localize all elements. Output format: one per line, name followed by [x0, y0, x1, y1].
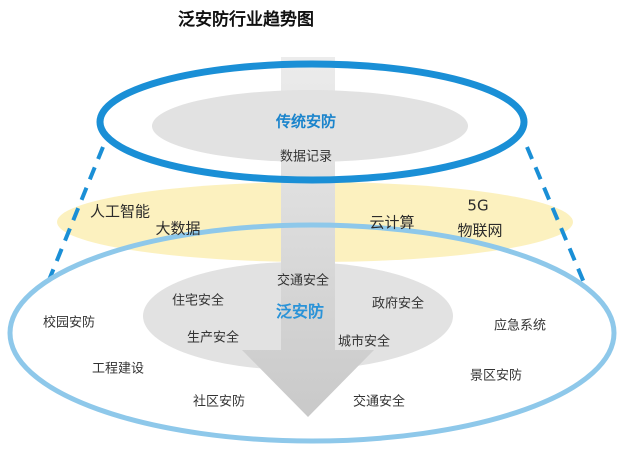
top-item: 数据记录	[279, 149, 333, 165]
bottom-ring-label: 泛安防	[275, 302, 325, 321]
top-ring	[96, 60, 528, 184]
bottom-outer-item: 工程建设	[91, 361, 145, 377]
bottom-inner-item: 生产安全	[186, 330, 240, 346]
bottom-inner-item: 交通安全	[276, 273, 330, 289]
bottom-outer-item: 应急系统	[493, 318, 547, 334]
band-item: 大数据	[155, 219, 201, 238]
bottom-inner-item: 城市安全	[337, 334, 391, 350]
bottom-inner-item: 住宅安全	[171, 293, 225, 309]
left-connector-dashes	[45, 146, 105, 286]
bottom-outer-item: 交通安全	[352, 394, 406, 410]
right-connector-dashes	[525, 146, 587, 286]
bottom-outer-item: 校园安防	[42, 315, 96, 331]
bottom-ring	[7, 222, 617, 444]
band-item: 5G	[467, 196, 489, 215]
band-item: 人工智能	[89, 202, 151, 221]
band-item: 物联网	[457, 221, 503, 240]
bottom-outer-item: 社区安防	[192, 394, 246, 410]
diagram-title: 泛安防行业趋势图	[178, 10, 314, 30]
bottom-inner-item: 政府安全	[371, 296, 425, 312]
band-item: 云计算	[369, 213, 415, 232]
bottom-outer-item: 景区安防	[469, 368, 523, 384]
down-arrow-icon	[242, 57, 374, 417]
top-inner-ellipse	[152, 90, 468, 162]
top-ring-label: 传统安防	[275, 112, 337, 131]
